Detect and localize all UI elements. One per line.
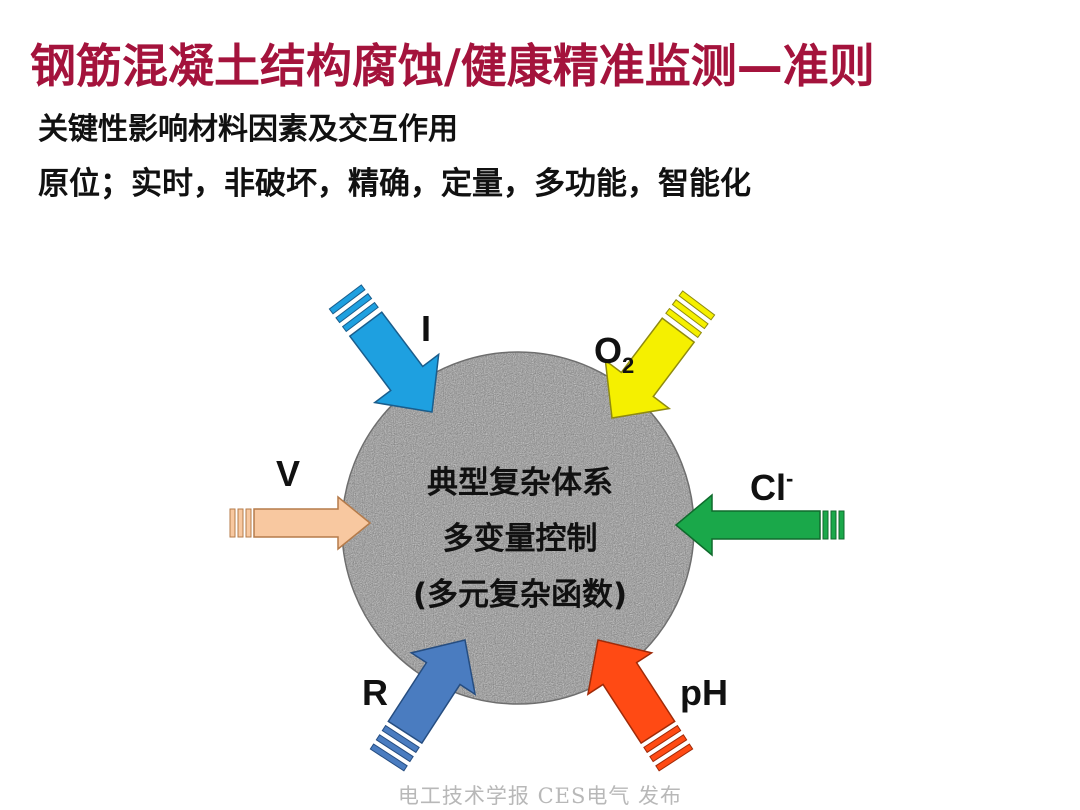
label-V: V [276, 453, 301, 494]
watermark: 电工技术学报 CES电气 发布 [397, 784, 683, 808]
label-O2-subscript: 2 [622, 353, 635, 378]
arrow-V [229, 495, 372, 551]
arrow-Cl [674, 493, 845, 557]
center-line-3: (多元复杂函数) [412, 577, 628, 613]
arrow-I [328, 284, 440, 413]
label-Cl: Cl- [750, 466, 794, 509]
label-O2: O2 [594, 330, 634, 378]
label-R: R [362, 672, 388, 713]
label-O2-main: O [594, 330, 623, 371]
slide-title: 钢筋混凝土结构腐蚀/健康精准监测—准则 [30, 39, 875, 93]
center-line-1: 典型复杂体系 [427, 465, 613, 501]
label-Cl-superscript: - [786, 466, 794, 491]
arrow-pH [586, 639, 694, 772]
center-text: 典型复杂体系 多变量控制 (多元复杂函数) [370, 455, 670, 623]
label-pH: pH [680, 672, 728, 713]
center-line-2: 多变量控制 [442, 521, 598, 557]
arrow-O2 [604, 290, 716, 419]
slide-subtitle: 关键性影响材料因素及交互作用 [38, 112, 458, 147]
criteria-text: 原位；实时，非破坏，精确，定量，多功能，智能化 [38, 166, 751, 202]
label-I: I [421, 308, 432, 349]
arrow-R [369, 639, 477, 772]
label-Cl-main: Cl [750, 467, 786, 508]
